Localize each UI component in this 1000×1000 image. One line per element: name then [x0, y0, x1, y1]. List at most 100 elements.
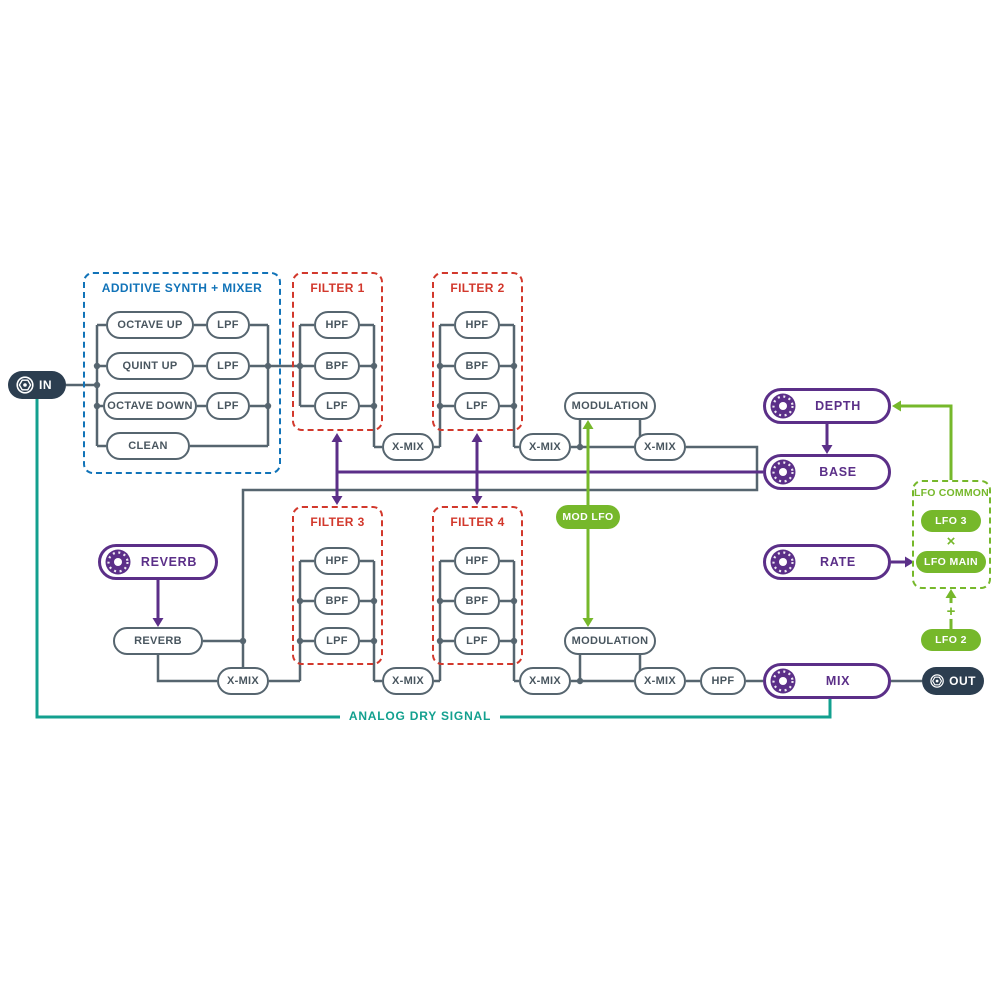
junction-dot [436, 402, 444, 410]
in-node: IN [8, 371, 66, 399]
wire-base-to-filters [335, 442, 763, 496]
junction-dot [296, 597, 304, 605]
arrow-up-icon [582, 420, 594, 429]
quint-up-block: QUINT UP [106, 352, 194, 380]
clean-block: CLEAN [106, 432, 190, 460]
arrow-up-icon [331, 433, 343, 442]
filter1-hpf-block: HPF [314, 311, 360, 339]
analog-dry-signal-label: ANALOG DRY SIGNAL [340, 708, 500, 725]
rate-label: RATE [820, 555, 856, 569]
wire-filter4-out-bus [500, 559, 519, 683]
filter1-box: FILTER 1 [292, 272, 383, 431]
depth-label: DEPTH [815, 399, 861, 413]
lfo3-pill: LFO 3 [921, 510, 981, 532]
arrow-up-icon [471, 433, 483, 442]
filter2-bpf-block: BPF [454, 352, 500, 380]
filter2-box: FILTER 2 [432, 272, 523, 431]
arrow-left-icon [892, 400, 901, 412]
reverb-control-label: REVERB [140, 555, 198, 569]
knob-icon [770, 393, 796, 419]
junction-dots [93, 362, 644, 685]
junction-dot [239, 637, 247, 645]
junction-dot [370, 362, 378, 370]
purple-control-wires [156, 424, 906, 619]
xmix-block: X-MIX [382, 433, 434, 461]
wire-synth-rows [194, 323, 206, 408]
wire-xmix-to-filter4 [434, 559, 454, 683]
xmix-block: X-MIX [634, 433, 686, 461]
junction-dot [510, 637, 518, 645]
filter4-box: FILTER 4 [432, 506, 523, 665]
lpf-block: LPF [206, 352, 250, 380]
knob-icon [770, 549, 796, 575]
filter1-title: FILTER 1 [310, 281, 365, 295]
junction-dot [264, 362, 272, 370]
wire-bottom-modulation-through [571, 655, 642, 683]
junction-dot [436, 362, 444, 370]
junction-dot [370, 597, 378, 605]
reverb-block: REVERB [113, 627, 203, 655]
filter4-bpf-block: BPF [454, 587, 500, 615]
filter3-lpf-block: LPF [314, 627, 360, 655]
junction-dot [296, 637, 304, 645]
junction-dot [296, 362, 304, 370]
junction-dot [510, 597, 518, 605]
arrow-down-icon [821, 445, 833, 454]
lfo2-pill: LFO 2 [921, 629, 981, 651]
junction-dot [576, 677, 584, 685]
lfo-common-title: LFO COMMON [914, 487, 989, 499]
mix-control: MIX [763, 663, 891, 699]
reverb-control: REVERB [98, 544, 218, 580]
lfo-common-box: LFO COMMON [912, 480, 991, 589]
filter2-lpf-block: LPF [454, 392, 500, 420]
wire-xmix-to-filter3 [269, 559, 314, 683]
gray-wires [66, 323, 922, 683]
wire-lfocommon-to-depth [901, 404, 953, 480]
filter2-title: FILTER 2 [450, 281, 505, 295]
in-label: IN [39, 378, 52, 392]
junction-dot [510, 402, 518, 410]
junction-dot [93, 402, 101, 410]
filter1-lpf-block: LPF [314, 392, 360, 420]
modulation-block: MODULATION [564, 392, 656, 420]
filter1-bpf-block: BPF [314, 352, 360, 380]
base-label: BASE [819, 465, 857, 479]
additive-synth-box: ADDITIVE SYNTH + MIXER [83, 272, 281, 474]
rate-control: RATE [763, 544, 891, 580]
lfo-main-pill: LFO MAIN [916, 551, 986, 573]
lpf-block: LPF [206, 311, 250, 339]
junction-dot [436, 597, 444, 605]
xmix-block: X-MIX [519, 433, 571, 461]
knob-icon [770, 459, 796, 485]
knob-icon [770, 668, 796, 694]
wire-top-modulation-through [571, 420, 642, 449]
wire-reverb-out [156, 655, 217, 683]
lpf-block: LPF [206, 392, 250, 420]
filter4-title: FILTER 4 [450, 515, 505, 529]
filter3-bpf-block: BPF [314, 587, 360, 615]
arrow-down-icon [152, 618, 164, 627]
xmix-block: X-MIX [519, 667, 571, 695]
xmix-block: X-MIX [634, 667, 686, 695]
purple-arrowheads [152, 433, 914, 627]
xmix-block: X-MIX [217, 667, 269, 695]
junction-dot [576, 443, 584, 451]
wire-xmix-to-filter2 [434, 323, 454, 449]
filter4-lpf-block: LPF [454, 627, 500, 655]
junction-dot [264, 402, 272, 410]
junction-dot [370, 402, 378, 410]
junction-dot [93, 381, 101, 389]
filter3-title: FILTER 3 [310, 515, 365, 529]
lfo-plus-symbol: + [943, 603, 959, 619]
junction-dot [436, 637, 444, 645]
green-arrowheads [582, 400, 957, 627]
additive-synth-title: ADDITIVE SYNTH + MIXER [101, 281, 263, 295]
arrow-down-icon [331, 496, 343, 505]
out-label: OUT [949, 674, 976, 688]
filter3-hpf-block: HPF [314, 547, 360, 575]
octave-down-block: OCTAVE DOWN [103, 392, 197, 420]
hex-jack-icon [930, 674, 944, 688]
lfo-times-symbol: × [946, 532, 956, 550]
arrow-up-icon [945, 589, 957, 598]
